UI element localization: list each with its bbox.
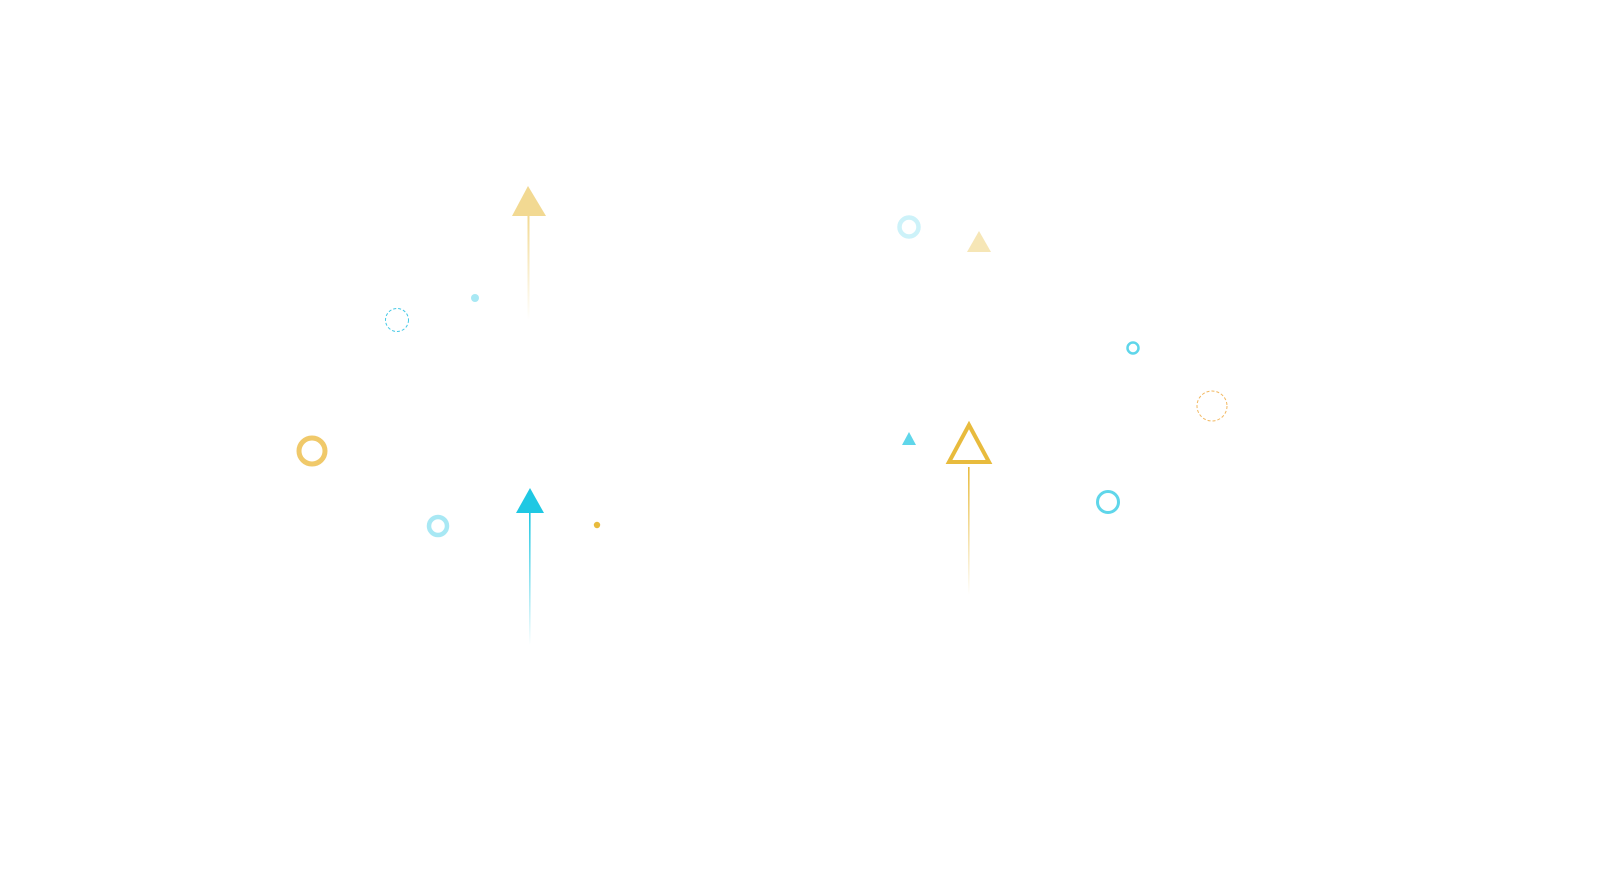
dot-cyan-icon <box>471 294 479 302</box>
arrow-gold-large-icon <box>512 186 546 320</box>
arrow-gold-outline-icon <box>945 420 993 595</box>
ring-cyan-light-icon <box>426 514 450 538</box>
arrow-cyan-small-icon <box>902 432 916 548</box>
ring-cyan-pale-icon <box>897 215 921 239</box>
ring-cyan-small-icon <box>1126 341 1140 355</box>
ring-gold-icon <box>296 435 328 467</box>
dashed-circle-cyan-icon <box>385 308 409 332</box>
arrow-gold-pale-icon <box>967 231 991 330</box>
arrow-cyan-solid-icon <box>516 488 544 645</box>
dashed-circle-orange-icon <box>1196 390 1228 422</box>
ring-cyan-medium-icon <box>1096 490 1120 514</box>
dot-gold-icon <box>593 521 601 529</box>
